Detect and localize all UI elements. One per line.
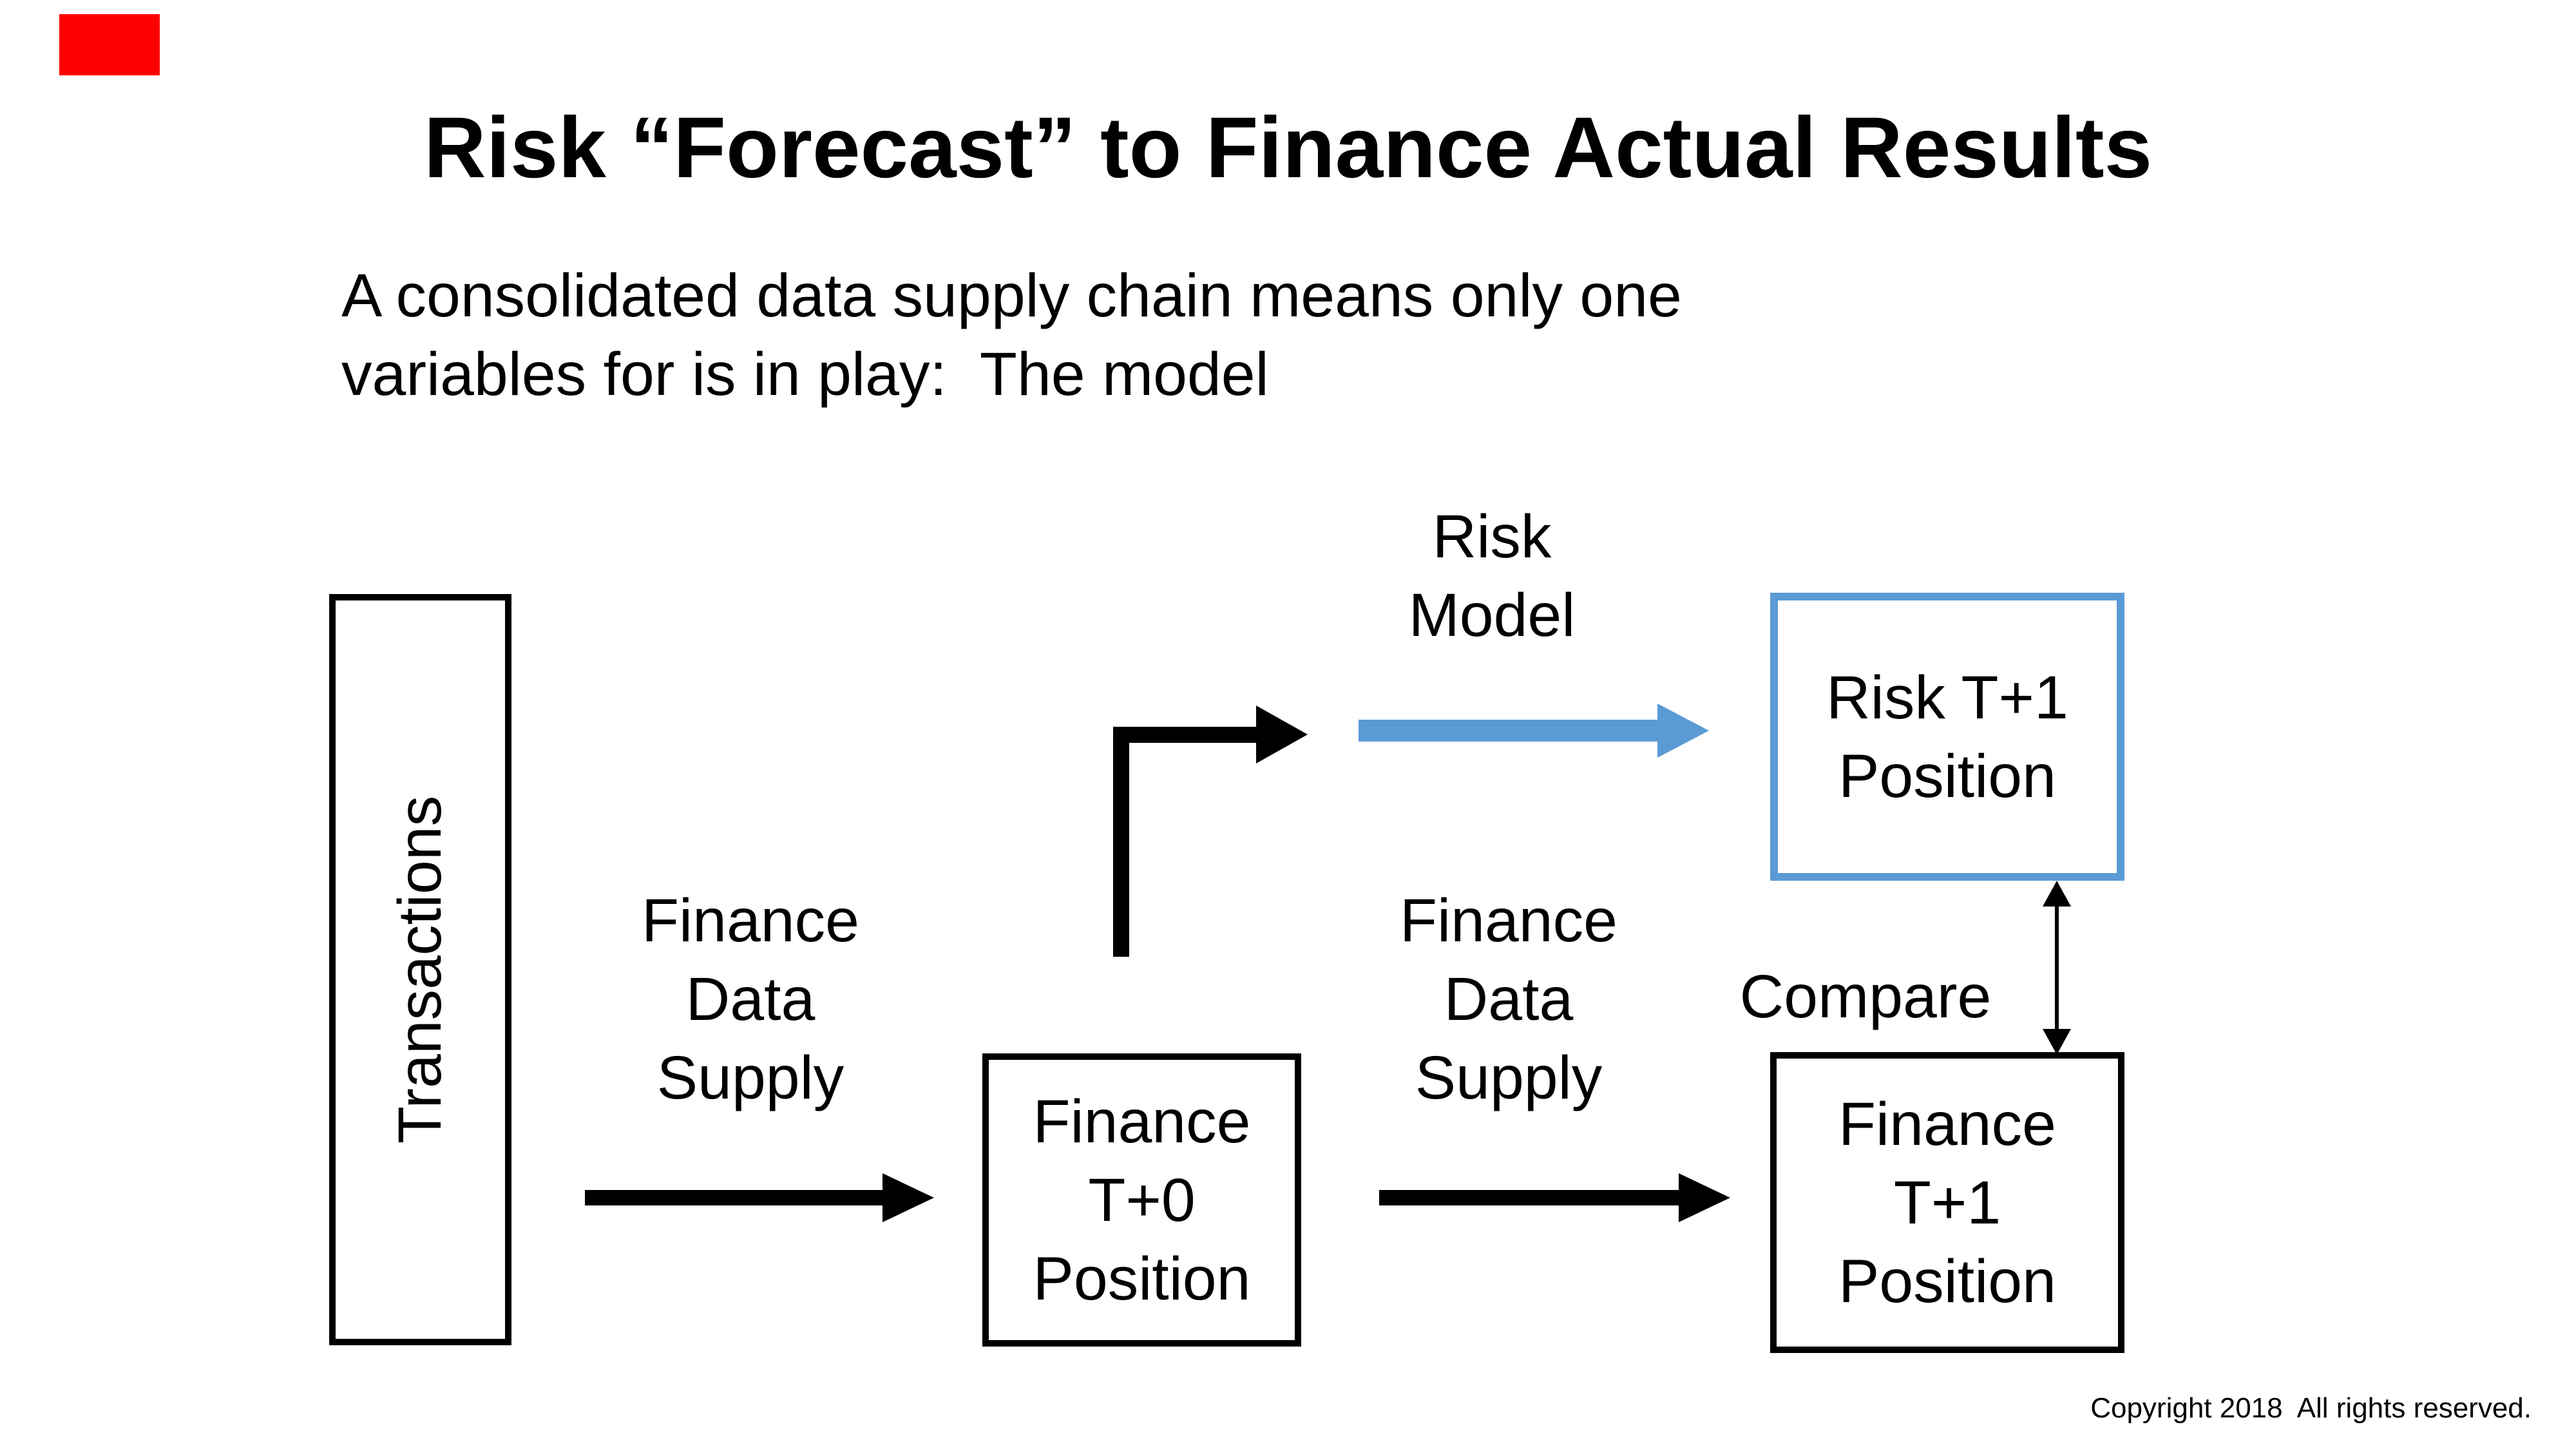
elbow-arrow-horizontal-segment <box>1113 727 1256 743</box>
right-flow-arrow-icon <box>1679 1173 1730 1222</box>
transactions-label: Transactions <box>386 795 455 1144</box>
fds-left-line-1: Finance <box>642 887 859 955</box>
subtitle-line-2: variables for is in play: The model <box>341 340 1269 408</box>
risk-model-line-1: Risk <box>1432 503 1552 571</box>
finance-t1-line-2: T+1 <box>1893 1168 2001 1237</box>
compare-arrow-down-icon <box>2043 1029 2071 1055</box>
risk-model-blue-arrow-shaft <box>1359 720 1657 742</box>
finance-data-supply-left-label: Finance Data Supply <box>557 881 944 1117</box>
transactions-box: Transactions <box>329 594 511 1345</box>
slide-subtitle: A consolidated data supply chain means o… <box>341 256 1952 414</box>
risk-t1-position-box: Risk T+1 Position <box>1770 593 2124 881</box>
risk-model-line-2: Model <box>1408 581 1576 649</box>
finance-t1-line-3: Position <box>1838 1247 2056 1316</box>
risk-model-blue-arrow-icon <box>1657 704 1709 758</box>
slide-title: Risk “Forecast” to Finance Actual Result… <box>423 100 2153 196</box>
compare-arrow-line <box>2055 904 2059 1029</box>
right-flow-arrow-shaft <box>1379 1190 1679 1205</box>
elbow-arrow-vertical-segment <box>1113 727 1129 957</box>
copyright-notice: Copyright 2018 All rights reserved. <box>2090 1392 2532 1424</box>
risk-t1-line-1: Risk T+1 <box>1826 663 2068 732</box>
elbow-arrow-head-icon <box>1256 705 1308 763</box>
compare-arrow-up-icon <box>2043 881 2071 907</box>
finance-t0-line-2: T+0 <box>1088 1166 1196 1234</box>
finance-data-supply-right-label: Finance Data Supply <box>1315 881 1702 1117</box>
fds-right-line-1: Finance <box>1400 887 1617 955</box>
finance-t1-position-box: Finance T+1 Position <box>1770 1052 2124 1353</box>
left-flow-arrow-icon <box>883 1173 934 1222</box>
risk-model-label: Risk Model <box>1299 497 1685 655</box>
finance-t0-position-box: Finance T+0 Position <box>982 1053 1301 1347</box>
fds-left-line-2: Data <box>685 965 816 1033</box>
red-corner-marker <box>59 14 160 75</box>
compare-label: Compare <box>1739 963 1992 1031</box>
risk-t1-line-2: Position <box>1838 742 2056 811</box>
finance-t0-line-3: Position <box>1033 1244 1251 1313</box>
finance-t0-line-1: Finance <box>1033 1087 1251 1156</box>
left-flow-arrow-shaft <box>585 1190 883 1205</box>
subtitle-line-1: A consolidated data supply chain means o… <box>341 262 1682 330</box>
fds-right-line-3: Supply <box>1415 1044 1603 1112</box>
fds-right-line-2: Data <box>1444 965 1574 1033</box>
fds-left-line-3: Supply <box>656 1044 844 1112</box>
finance-t1-line-1: Finance <box>1838 1089 2056 1158</box>
